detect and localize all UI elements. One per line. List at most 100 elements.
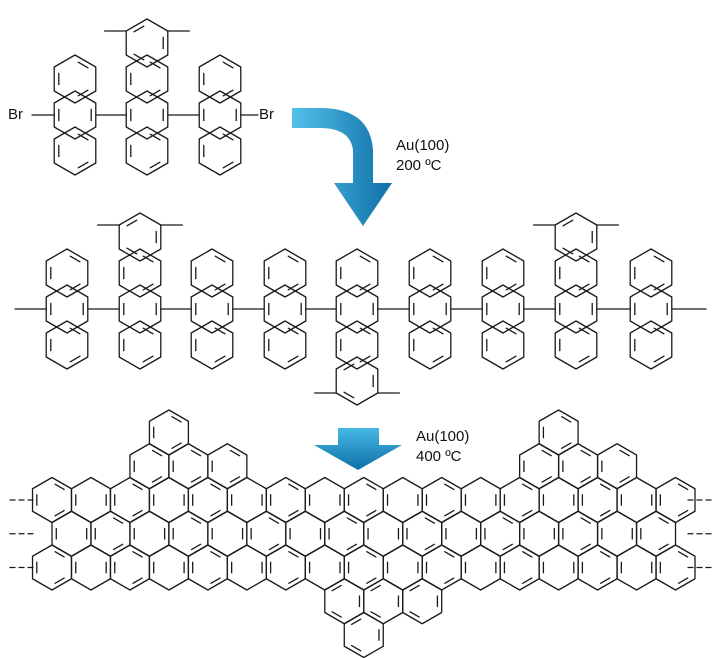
double-bond [190,476,202,483]
graphene-nanoribbon [9,409,713,658]
double-bond [505,255,517,263]
double-bond [132,509,143,517]
benzene-ring [324,510,365,557]
double-bond [229,449,241,457]
double-bond [77,89,89,97]
double-bond [505,327,517,335]
double-bond [288,551,299,558]
double-bond [222,161,234,169]
double-bond [77,133,89,141]
double-bond [653,355,665,363]
benzene-ring [629,248,673,298]
benzene-ring [109,544,151,591]
benzene-ring [629,320,673,370]
benzene-ring [408,320,452,370]
double-bond [444,483,455,491]
benzene-ring [90,510,131,557]
benzene-ring [538,544,579,591]
benzene-ring [538,409,579,456]
benzene-ring [226,476,267,524]
double-bond [541,476,552,483]
step1-temperature-label: 200 ºC [396,157,442,174]
double-bond [210,577,221,584]
double-bond [210,551,221,558]
benzene-ring [557,510,599,557]
benzene-ring [198,90,242,140]
benzene-ring [402,510,443,557]
double-bond [142,255,154,263]
double-bond [214,255,226,263]
double-bond [77,161,89,169]
benzene-ring [421,476,462,524]
benzene-ring [190,248,234,298]
double-bond [149,133,161,141]
benzene-ring [518,510,560,557]
benzene-ring [635,510,677,557]
double-bond [522,551,533,558]
double-bond [562,219,574,227]
double-bond [214,283,226,291]
benzene-ring [125,90,169,140]
benzene-ring [408,284,452,334]
double-bond [424,543,436,551]
double-bond [580,476,591,483]
double-bond [658,543,669,551]
benzene-ring [51,510,92,557]
benzene-ring [408,248,452,298]
benzene-ring [125,54,169,104]
benzene-ring [577,476,618,524]
benzene-ring [45,248,89,298]
double-bond [331,611,342,618]
double-bond [578,355,590,363]
double-bond [599,483,611,491]
double-bond [190,517,202,524]
benzene-ring [45,320,89,370]
double-bond [432,255,444,263]
benzene-ring [616,476,657,524]
double-bond [424,517,436,524]
benzene-ring [70,476,112,524]
benzene-ring [125,18,169,68]
benzene-ring [335,248,379,298]
double-bond [578,283,590,291]
double-bond [409,611,420,618]
double-bond [126,247,138,255]
double-bond [149,61,161,69]
benzene-ring [554,284,598,334]
step1-substrate-label: Au(100) [396,137,450,154]
benzene-ring [190,320,234,370]
double-bond [444,509,455,517]
double-bond [366,551,377,558]
benzene-ring [168,510,209,557]
double-bond [580,543,591,551]
benzene-ring [265,544,306,591]
benzene-ring [168,443,209,490]
double-bond [346,543,358,551]
benzene-ring [207,443,248,490]
double-bond [69,327,81,335]
double-bond [229,476,241,483]
double-bond [366,483,377,491]
double-bond [522,577,533,584]
benzene-ring [265,476,306,524]
double-bond [222,61,234,69]
double-bond [653,255,665,263]
double-bond [77,61,89,69]
double-bond [151,449,163,457]
double-bond [132,551,143,558]
benzene-ring [129,510,170,557]
double-bond [190,543,202,551]
bromine-right-label: Br [259,106,274,123]
double-bond [288,483,299,491]
double-bond [522,483,533,491]
double-bond [677,577,689,584]
double-bond [359,327,371,335]
down-reaction-arrow [314,428,402,470]
benzene-ring [554,320,598,370]
double-bond [502,517,513,524]
benzene-ring [304,476,345,524]
double-bond [69,283,81,291]
benzene-ring [118,284,162,334]
benzene-ring [263,284,307,334]
